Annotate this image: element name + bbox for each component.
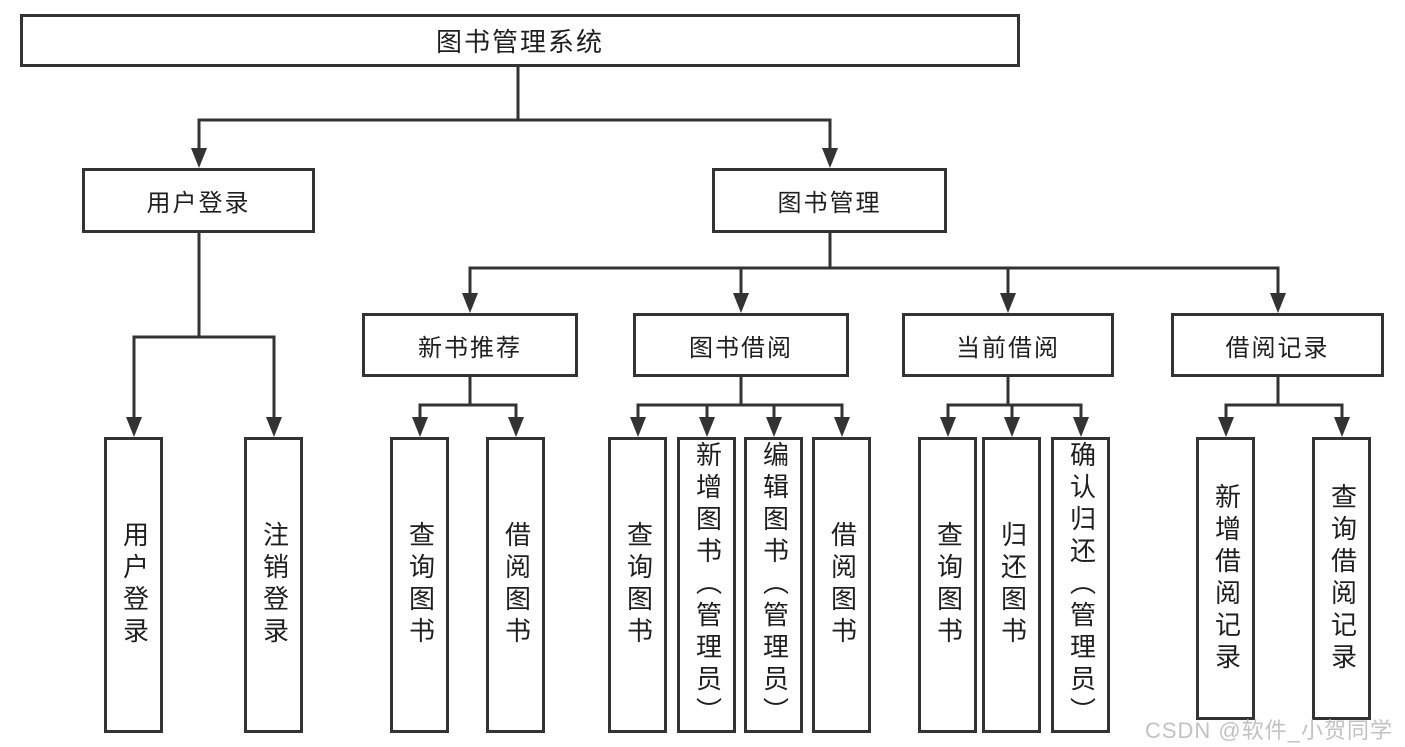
node-library-system: 图书管理系统 (20, 14, 1020, 67)
node-new-book-recommend: 新书推荐 (362, 313, 578, 377)
node-book-borrow-label: 图书借阅 (689, 335, 793, 362)
node-new-book-recommend-label: 新书推荐 (418, 335, 522, 362)
node-user-login-label: 用户登录 (146, 191, 251, 217)
node-borrow-records-label: 借阅记录 (1225, 335, 1330, 362)
node-leaf-query-books-recommend: 查询图书 (390, 437, 449, 733)
node-current-borrow: 当前借阅 (902, 313, 1114, 377)
node-book-management: 图书管理 (712, 168, 947, 233)
node-book-borrow: 图书借阅 (633, 313, 849, 377)
node-leaf-confirm-return-admin: 确认归还（管理员） (1051, 437, 1110, 733)
node-leaf-add-borrow-record: 新增借阅记录 (1196, 437, 1255, 720)
node-leaf-borrow-books-recommend: 借阅图书 (486, 437, 545, 733)
watermark: CSDN @软件_小贺同学 (1144, 718, 1393, 743)
node-leaf-query-books-current: 查询图书 (918, 437, 977, 733)
node-leaf-logout: 注销登录 (244, 437, 303, 733)
node-current-borrow-label: 当前借阅 (956, 335, 1060, 362)
node-leaf-query-borrow-record: 查询借阅记录 (1312, 437, 1371, 720)
node-leaf-add-books-admin: 新增图书（管理员） (677, 437, 736, 733)
node-borrow-records: 借阅记录 (1171, 313, 1384, 377)
node-library-system-label: 图书管理系统 (435, 28, 604, 57)
node-leaf-user-login: 用户登录 (104, 437, 163, 733)
node-book-management-label: 图书管理 (777, 191, 882, 217)
node-leaf-query-books-borrow: 查询图书 (608, 437, 667, 733)
node-leaf-return-books: 归还图书 (982, 437, 1041, 733)
node-leaf-borrow-books: 借阅图书 (812, 437, 871, 733)
node-user-login: 用户登录 (82, 168, 315, 233)
node-leaf-edit-books-admin: 编辑图书（管理员） (744, 437, 803, 733)
arrowheads (126, 148, 1350, 437)
